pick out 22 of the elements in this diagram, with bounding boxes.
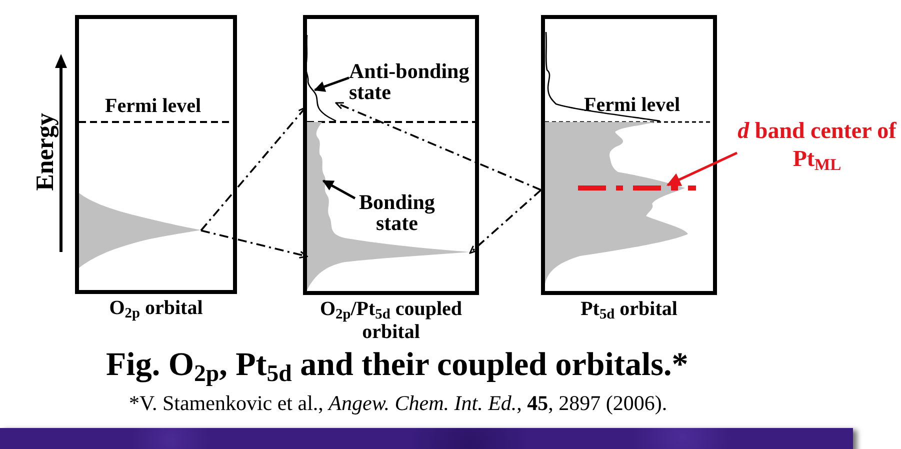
density-of-states-curve	[545, 32, 688, 284]
coupling-arrow	[200, 230, 308, 258]
axis-label: Energy	[31, 113, 60, 191]
leader-arrow	[666, 152, 738, 186]
state-label: Anti-bonding state	[349, 61, 473, 103]
annotation-label: d band center of Pt$_{ML}$	[737, 117, 897, 172]
coupling-arrow	[469, 189, 542, 254]
reference-note: *V. Stamenkovic et al., Angew. Chem. Int. Ed., 45, 2897 (2006).	[129, 390, 668, 416]
antibonding-curve	[305, 34, 336, 122]
figure-caption: Fig. O$_{2p}$, Pt$_{5d}$ and their coupled orbitals.*	[106, 346, 688, 388]
panel-title: O$_{2p}$/Pt$_{5d}$ coupled orbital	[318, 298, 464, 344]
bonding-curve	[307, 122, 470, 290]
fermi-level-label: Fermi level	[584, 93, 680, 117]
density-of-states-curve	[79, 193, 201, 268]
leader-arrow	[314, 76, 350, 92]
d-band-center-line	[578, 186, 696, 190]
panel-title: O$_{2p}$ orbital	[109, 297, 203, 320]
state-label: Bonding state	[355, 192, 439, 234]
coupling-arrow	[335, 102, 542, 191]
leader-arrow	[322, 180, 356, 200]
panel-title: Pt$_{5d}$ orbital	[580, 298, 678, 321]
fermi-level-label: Fermi level	[105, 94, 202, 118]
